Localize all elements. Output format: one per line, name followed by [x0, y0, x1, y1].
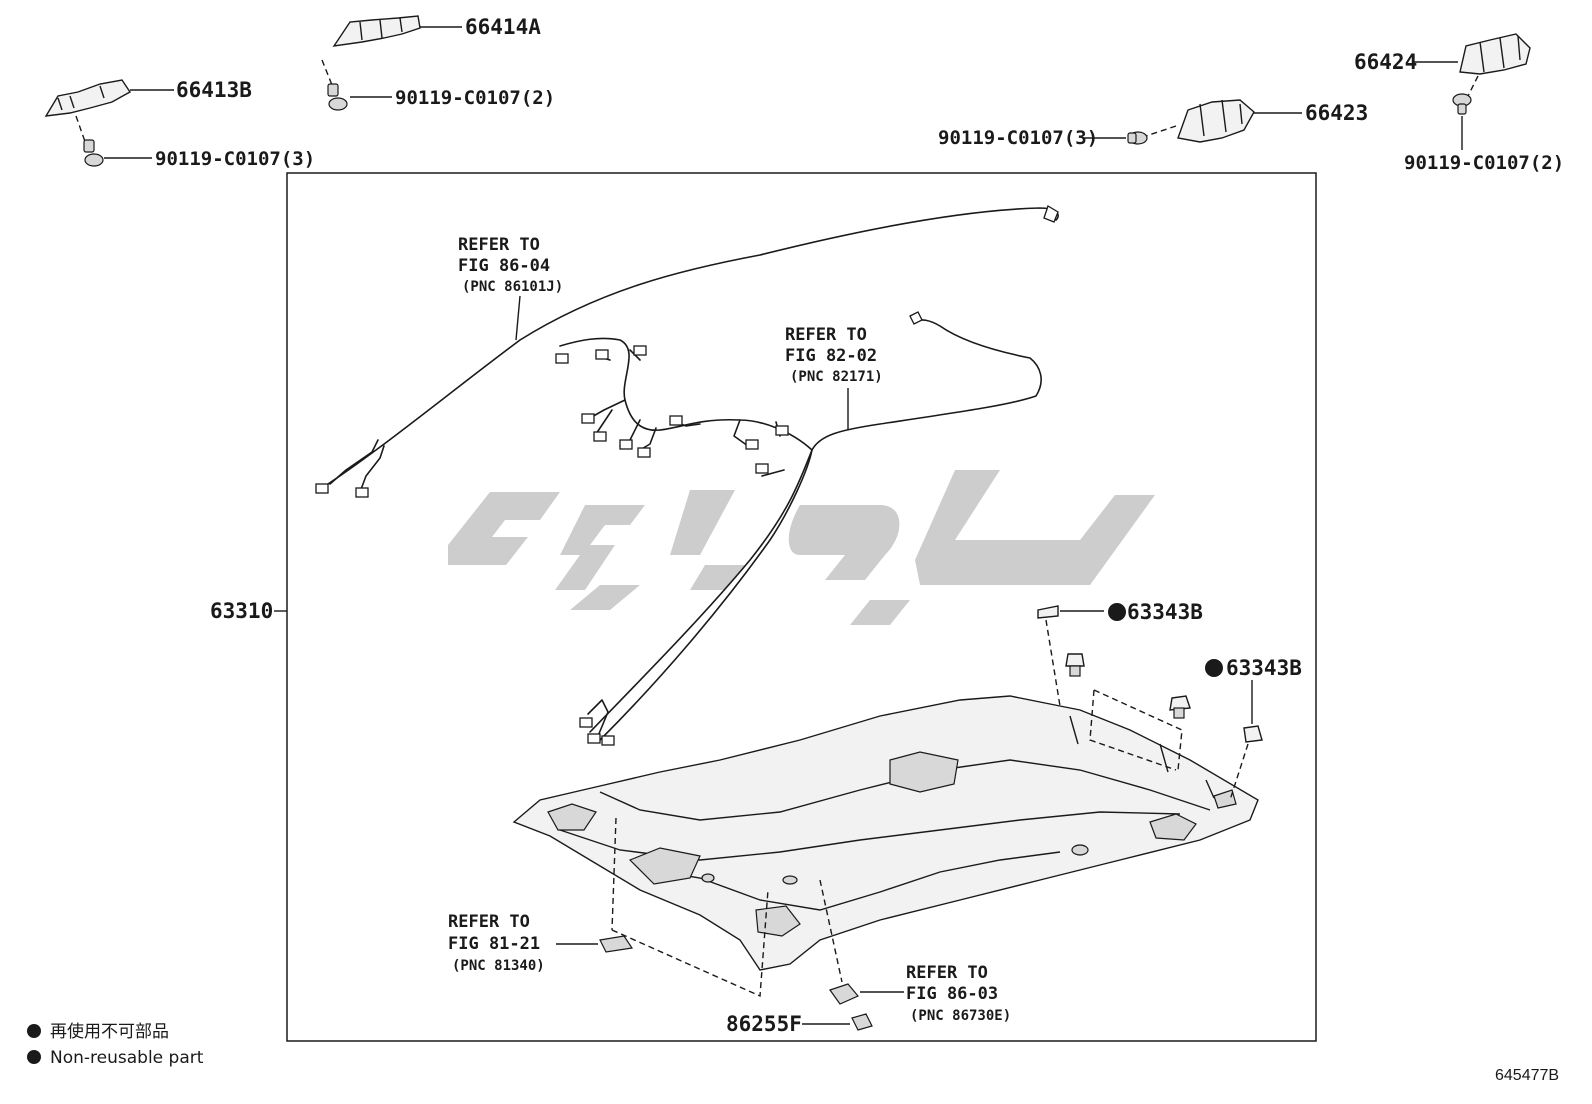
label-86255f: 86255F	[726, 1012, 802, 1036]
label-63343b-upper: 63343B	[1127, 600, 1203, 624]
ref-fig-81-21-pnc: (PNC 81340)	[452, 958, 545, 974]
bracket-66424	[1414, 33, 1531, 75]
wire-harness-82171	[555, 311, 1042, 746]
fitting-86730e	[819, 879, 904, 1005]
ref-fig-81-21-line2: FIG 81-21	[448, 934, 540, 954]
ref-fig-82-02-line2: FIG 82-02	[785, 346, 877, 366]
legend: 再使用不可部品 Non-reusable part	[27, 1021, 204, 1068]
ref-fig-86-04-line2: FIG 86-04	[458, 256, 550, 276]
screw-90119-left	[83, 139, 152, 167]
legend-english: Non-reusable part	[50, 1048, 204, 1068]
label-66414a: 66414A	[465, 15, 541, 39]
ref-fig-86-03-line2: FIG 86-03	[906, 984, 998, 1004]
legend-bullet-2	[27, 1050, 41, 1064]
label-66413b: 66413B	[176, 78, 252, 102]
lamp-81340	[556, 817, 769, 998]
ref-fig-82-02-pnc: (PNC 82171)	[790, 369, 883, 385]
clip-63343b-right	[1089, 659, 1263, 801]
assembly-frame	[286, 172, 1317, 1042]
label-63310: 63310	[210, 599, 273, 623]
screw-90119-top	[327, 83, 392, 111]
watermark-logo	[448, 470, 1155, 625]
legend-bullet-1	[27, 1024, 41, 1038]
label-screw-far-right: 90119-C0107(2)	[1404, 152, 1564, 174]
ref-fig-81-21-line1: REFER TO	[448, 912, 530, 932]
label-66423: 66423	[1305, 101, 1368, 125]
screw-90119-right-mid	[1084, 131, 1148, 145]
ref-fig-82-02-line1: REFER TO	[785, 325, 867, 345]
label-screw-left: 90119-C0107(3)	[155, 148, 315, 170]
label-screw-right-mid: 90119-C0107(3)	[938, 127, 1098, 149]
screw-90119-far-right	[1452, 93, 1472, 150]
ref-fig-86-04-line1: REFER TO	[458, 235, 540, 255]
label-66424: 66424	[1354, 50, 1417, 74]
roof-headliner-panel	[512, 695, 1259, 971]
bracket-66423	[1177, 99, 1302, 143]
wire-harness-86101j	[315, 205, 1059, 498]
diagram-code: 645477B	[1495, 1067, 1559, 1084]
bracket-66414a	[332, 15, 462, 47]
legend-japanese: 再使用不可部品	[50, 1021, 169, 1042]
clip-86255f	[802, 1013, 873, 1031]
bracket-66413b	[44, 79, 174, 117]
label-63343b-right: 63343B	[1226, 656, 1302, 680]
clip-63343b-upper	[1037, 603, 1126, 707]
ref-fig-86-04-pnc: (PNC 86101J)	[462, 279, 563, 295]
ref-fig-86-03-line1: REFER TO	[906, 963, 988, 983]
ref-fig-86-03-pnc: (PNC 86730E)	[910, 1008, 1011, 1024]
label-screw-top: 90119-C0107(2)	[395, 87, 555, 109]
